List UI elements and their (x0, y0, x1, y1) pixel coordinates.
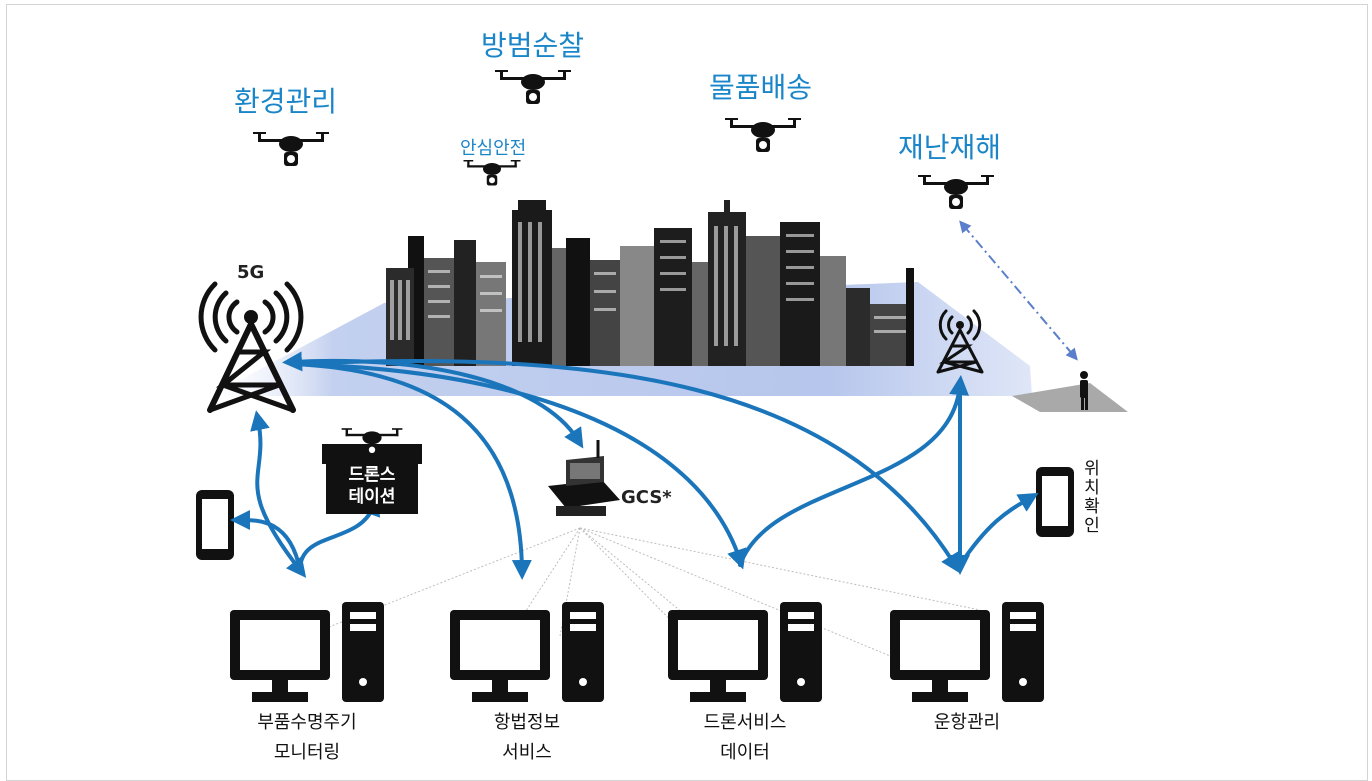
label-navigation-service: 항법정보 서비스 (442, 708, 612, 768)
label-delivery: 물품배송 (709, 71, 813, 104)
label-env-management: 환경관리 (234, 85, 338, 118)
pc-operations-icon (890, 602, 1044, 702)
system-line1: 드론서비스 (703, 712, 787, 733)
phone-right-icon (1036, 467, 1074, 537)
label-disaster: 재난재해 (898, 131, 1002, 164)
drone-delivery-icon (725, 118, 801, 152)
system-line1: 운항관리 (933, 712, 1001, 733)
pc-navigation-icon (450, 602, 604, 702)
drone-safety-icon (463, 160, 521, 186)
label-5g: 5G (237, 262, 265, 283)
label-crime-patrol: 방범순찰 (481, 29, 585, 62)
phone-left-icon (196, 490, 234, 560)
drone-station-line1: 드론스 (348, 465, 396, 485)
person-icon (1080, 371, 1088, 410)
drone-patrol-icon (495, 70, 571, 104)
network-arrows (230, 351, 1039, 580)
system-line2: 서비스 (502, 742, 552, 763)
pc-lifecycle-icon (230, 602, 384, 702)
label-flight-operations: 운항관리 (882, 708, 1052, 738)
label-gcs: GCS* (621, 487, 672, 508)
city-skyline (386, 200, 914, 366)
gcs-icon (548, 440, 620, 516)
drone-station-line2: 테이션 (348, 487, 396, 507)
system-line2: 데이터 (720, 742, 770, 763)
drone-disaster-icon (918, 175, 994, 209)
label-location-check: 위 치 확 인 (1082, 460, 1102, 536)
system-line1: 항법정보 (493, 712, 561, 733)
system-line2: 모니터링 (273, 742, 341, 763)
location-char: 인 (1084, 516, 1100, 536)
disaster-link-line (959, 220, 1078, 361)
label-safety: 안심안전 (460, 138, 527, 159)
label-lifecycle-monitoring: 부품수명주기 모니터링 (222, 708, 392, 768)
drone-env-icon (253, 132, 329, 166)
system-line1: 부품수명주기 (257, 712, 357, 733)
location-char: 위 (1084, 459, 1100, 479)
label-drone-service-data: 드론서비스 데이터 (660, 708, 830, 768)
drone-station-label: 드론스 테이션 (326, 464, 418, 514)
location-char: 확 (1084, 497, 1100, 517)
pc-data-icon (668, 602, 822, 702)
location-char: 치 (1084, 478, 1100, 498)
